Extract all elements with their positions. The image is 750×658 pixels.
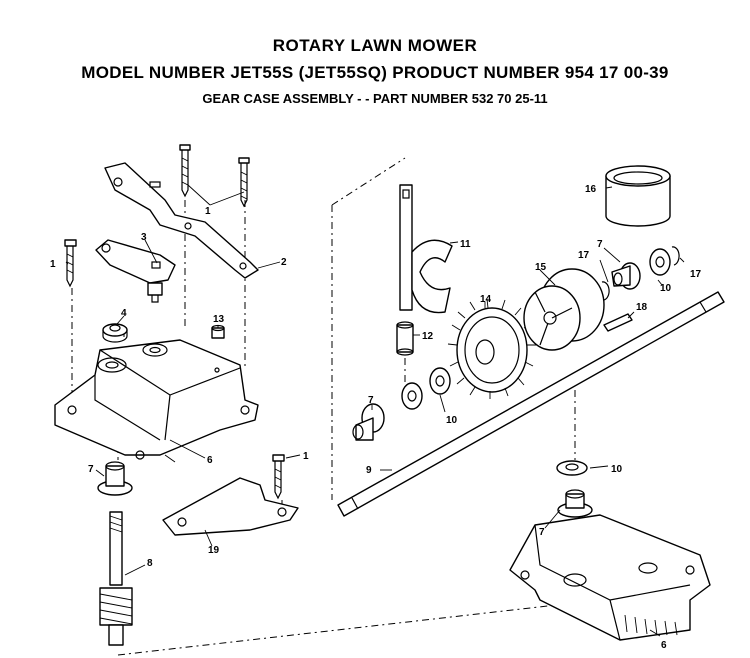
callout-1-left: 1: [50, 259, 56, 270]
callout-13: 13: [213, 314, 225, 325]
part-6-lower-housing: [509, 514, 711, 641]
diagram-title: ROTARY LAWN MOWER: [272, 36, 478, 55]
part-4-seal: [102, 323, 128, 343]
part-10-washer-lower: [556, 460, 588, 476]
part-3-arm: [95, 239, 176, 303]
callout-2: 2: [281, 257, 287, 268]
callout-labels: 1 1 1 2 3 4 6 6 7 7 7 7 8 9 10 10 10 11 …: [50, 184, 702, 651]
callout-6-left: 6: [207, 455, 213, 466]
part-10-washers-middle: [401, 367, 451, 410]
part-7-bushing-right: [611, 262, 641, 290]
callout-12: 12: [422, 331, 434, 342]
callout-1-top: 1: [205, 206, 211, 217]
callout-11: 11: [460, 239, 471, 250]
callout-1-lower: 1: [303, 451, 309, 462]
callout-10-middle: 10: [446, 415, 458, 426]
part-7-bushing-middle: [352, 403, 385, 441]
model-number-line: MODEL NUMBER JET55S (JET55SQ) PRODUCT NU…: [81, 63, 669, 82]
callout-10-lower: 10: [611, 464, 623, 475]
part-1-screws: [64, 144, 285, 500]
part-9-axle: [337, 291, 725, 517]
part-2-bracket: [104, 162, 259, 279]
part-15-clutch: [523, 268, 605, 351]
part-7-bushing-lower: [557, 489, 593, 518]
callout-7-middle: 7: [368, 395, 374, 406]
callout-7-left: 7: [88, 464, 94, 475]
part-18-key: [603, 313, 633, 332]
callout-8: 8: [147, 558, 153, 569]
callout-4: 4: [121, 308, 127, 319]
part-7-bushing-left: [97, 461, 133, 496]
callout-7-lower: 7: [539, 527, 545, 538]
callout-6-right: 6: [661, 640, 667, 651]
part-16-bearing: [605, 165, 671, 227]
callout-18: 18: [636, 302, 648, 313]
part-13-plug: [211, 324, 225, 339]
callout-10-right: 10: [660, 283, 672, 294]
callout-7-right: 7: [597, 239, 603, 250]
part-12-pin: [396, 321, 414, 356]
part-17-clips: [601, 246, 680, 301]
callout-16: 16: [585, 184, 597, 195]
part-8-worm-shaft: [99, 511, 133, 646]
callout-19: 19: [208, 545, 220, 556]
part-14-gear: [447, 298, 536, 399]
callout-14: 14: [480, 294, 492, 305]
callout-17-left: 17: [578, 250, 590, 261]
callout-17-right: 17: [690, 269, 702, 280]
part-10-washer-right: [649, 248, 671, 276]
part-6-gear-case: [54, 339, 259, 460]
leader-lines: [65, 184, 685, 637]
part-11-shift-fork: [399, 184, 453, 314]
part-19-plate: [162, 477, 299, 536]
assembly-part-number: GEAR CASE ASSEMBLY - - PART NUMBER 532 7…: [202, 91, 548, 106]
callout-3: 3: [141, 232, 147, 243]
callout-15: 15: [535, 262, 547, 273]
callout-9: 9: [366, 465, 372, 476]
